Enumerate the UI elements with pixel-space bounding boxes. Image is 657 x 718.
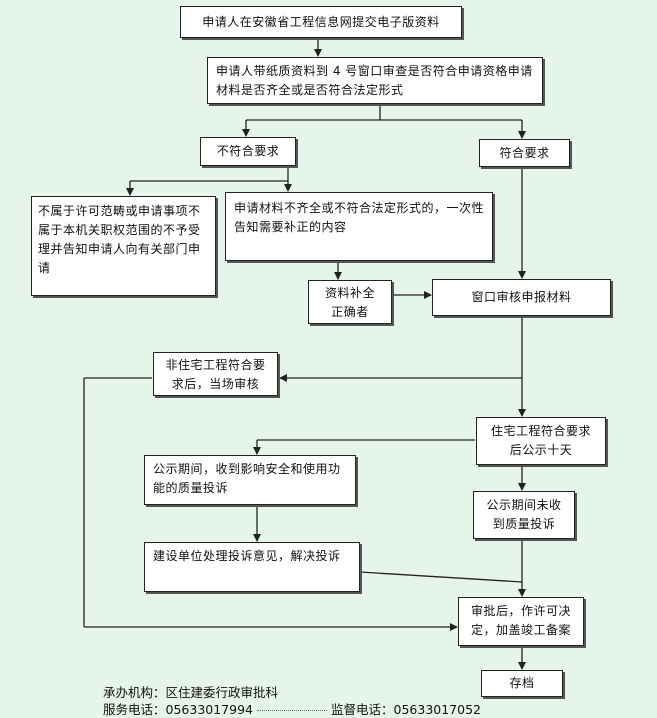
footer-phones: 服务电话：05633017994 监督电话：05633017052 bbox=[103, 699, 481, 718]
box-not-in-scope: 不属于许可范畴或申请事项不属于本机关职权范围的不予受理并告知申请人向有关部门申请 bbox=[31, 196, 216, 296]
box-archive: 存档 bbox=[481, 670, 563, 697]
box-supplement-correct: 资料补全正确者 bbox=[308, 280, 392, 324]
footer-org: 承办机构：区住建委行政审批科 bbox=[103, 682, 278, 701]
box-window4-review: 申请人带纸质资料到 4 号窗口审查是否符合申请资格申请材料是否齐全或是否符合法定… bbox=[207, 57, 543, 104]
box-non-residential: 非住宅工程符合要求后，当场审核 bbox=[153, 352, 278, 396]
box-not-meet: 不符合要求 bbox=[200, 137, 296, 166]
footer-org-value: 区住建委行政审批科 bbox=[165, 685, 279, 700]
box-residential-publicity: 住宅工程符合要求后公示十天 bbox=[476, 417, 606, 465]
box-submit-online: 申请人在安徽省工程信息网提交电子版资料 bbox=[180, 6, 462, 38]
footer-service-label: 服务电话： bbox=[103, 702, 166, 717]
box-incomplete-materials: 申请材料不齐全或不符合法定形式的，一次性告知需要补正的内容 bbox=[225, 192, 493, 261]
box-no-complaint: 公示期间未收到质量投诉 bbox=[473, 491, 575, 539]
footer-supervise-value: 05633017052 bbox=[393, 702, 481, 717]
footer-supervise-label: 监督电话： bbox=[331, 702, 394, 717]
footer-org-label: 承办机构： bbox=[103, 685, 166, 700]
box-approve-decision: 审批后，作许可决定，加盖竣工备案 bbox=[458, 597, 584, 646]
arrow-resolve-to-approve bbox=[359, 571, 523, 583]
box-meet: 符合要求 bbox=[479, 139, 570, 167]
box-resolve-complaint: 建设单位处理投诉意见，解决投诉 bbox=[144, 542, 360, 592]
box-window-review: 窗口审核申报材料 bbox=[432, 279, 611, 316]
box-complaint-received: 公示期间，收到影响安全和使用功能的质量投诉 bbox=[144, 455, 356, 505]
footer-service-value: 05633017994 bbox=[165, 702, 253, 717]
